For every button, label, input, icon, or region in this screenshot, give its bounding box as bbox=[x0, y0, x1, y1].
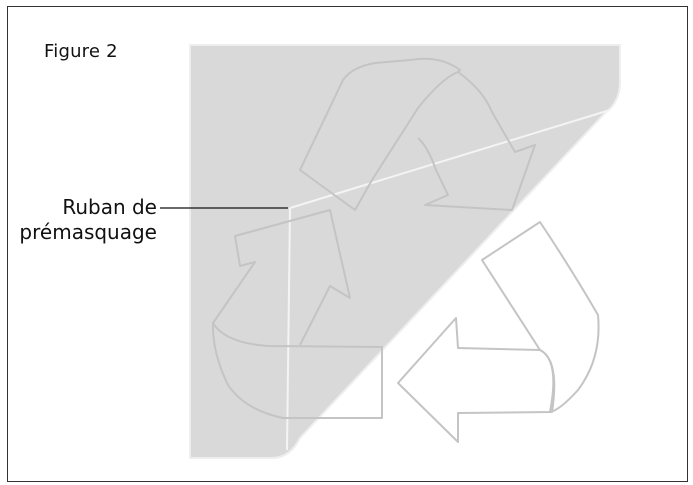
tape-edge-line bbox=[286, 207, 291, 451]
premasking-tape-sheet bbox=[189, 44, 621, 459]
top-arrow-shape bbox=[299, 57, 461, 211]
left-arrow-shape bbox=[211, 322, 383, 419]
figure-title: Figure 2 bbox=[44, 41, 118, 62]
tape-crease-line bbox=[289, 109, 611, 209]
top-arrow-head bbox=[417, 71, 536, 211]
right-arrow-head bbox=[397, 317, 556, 443]
callout-label: Ruban de prémasquage bbox=[19, 195, 157, 245]
recycle-arrows-icon bbox=[211, 57, 600, 443]
callout-line-1: Ruban de bbox=[62, 195, 157, 219]
left-arrow-band bbox=[212, 209, 351, 346]
callout-line-2: prémasquage bbox=[19, 220, 157, 244]
right-arrow-band bbox=[481, 221, 600, 413]
